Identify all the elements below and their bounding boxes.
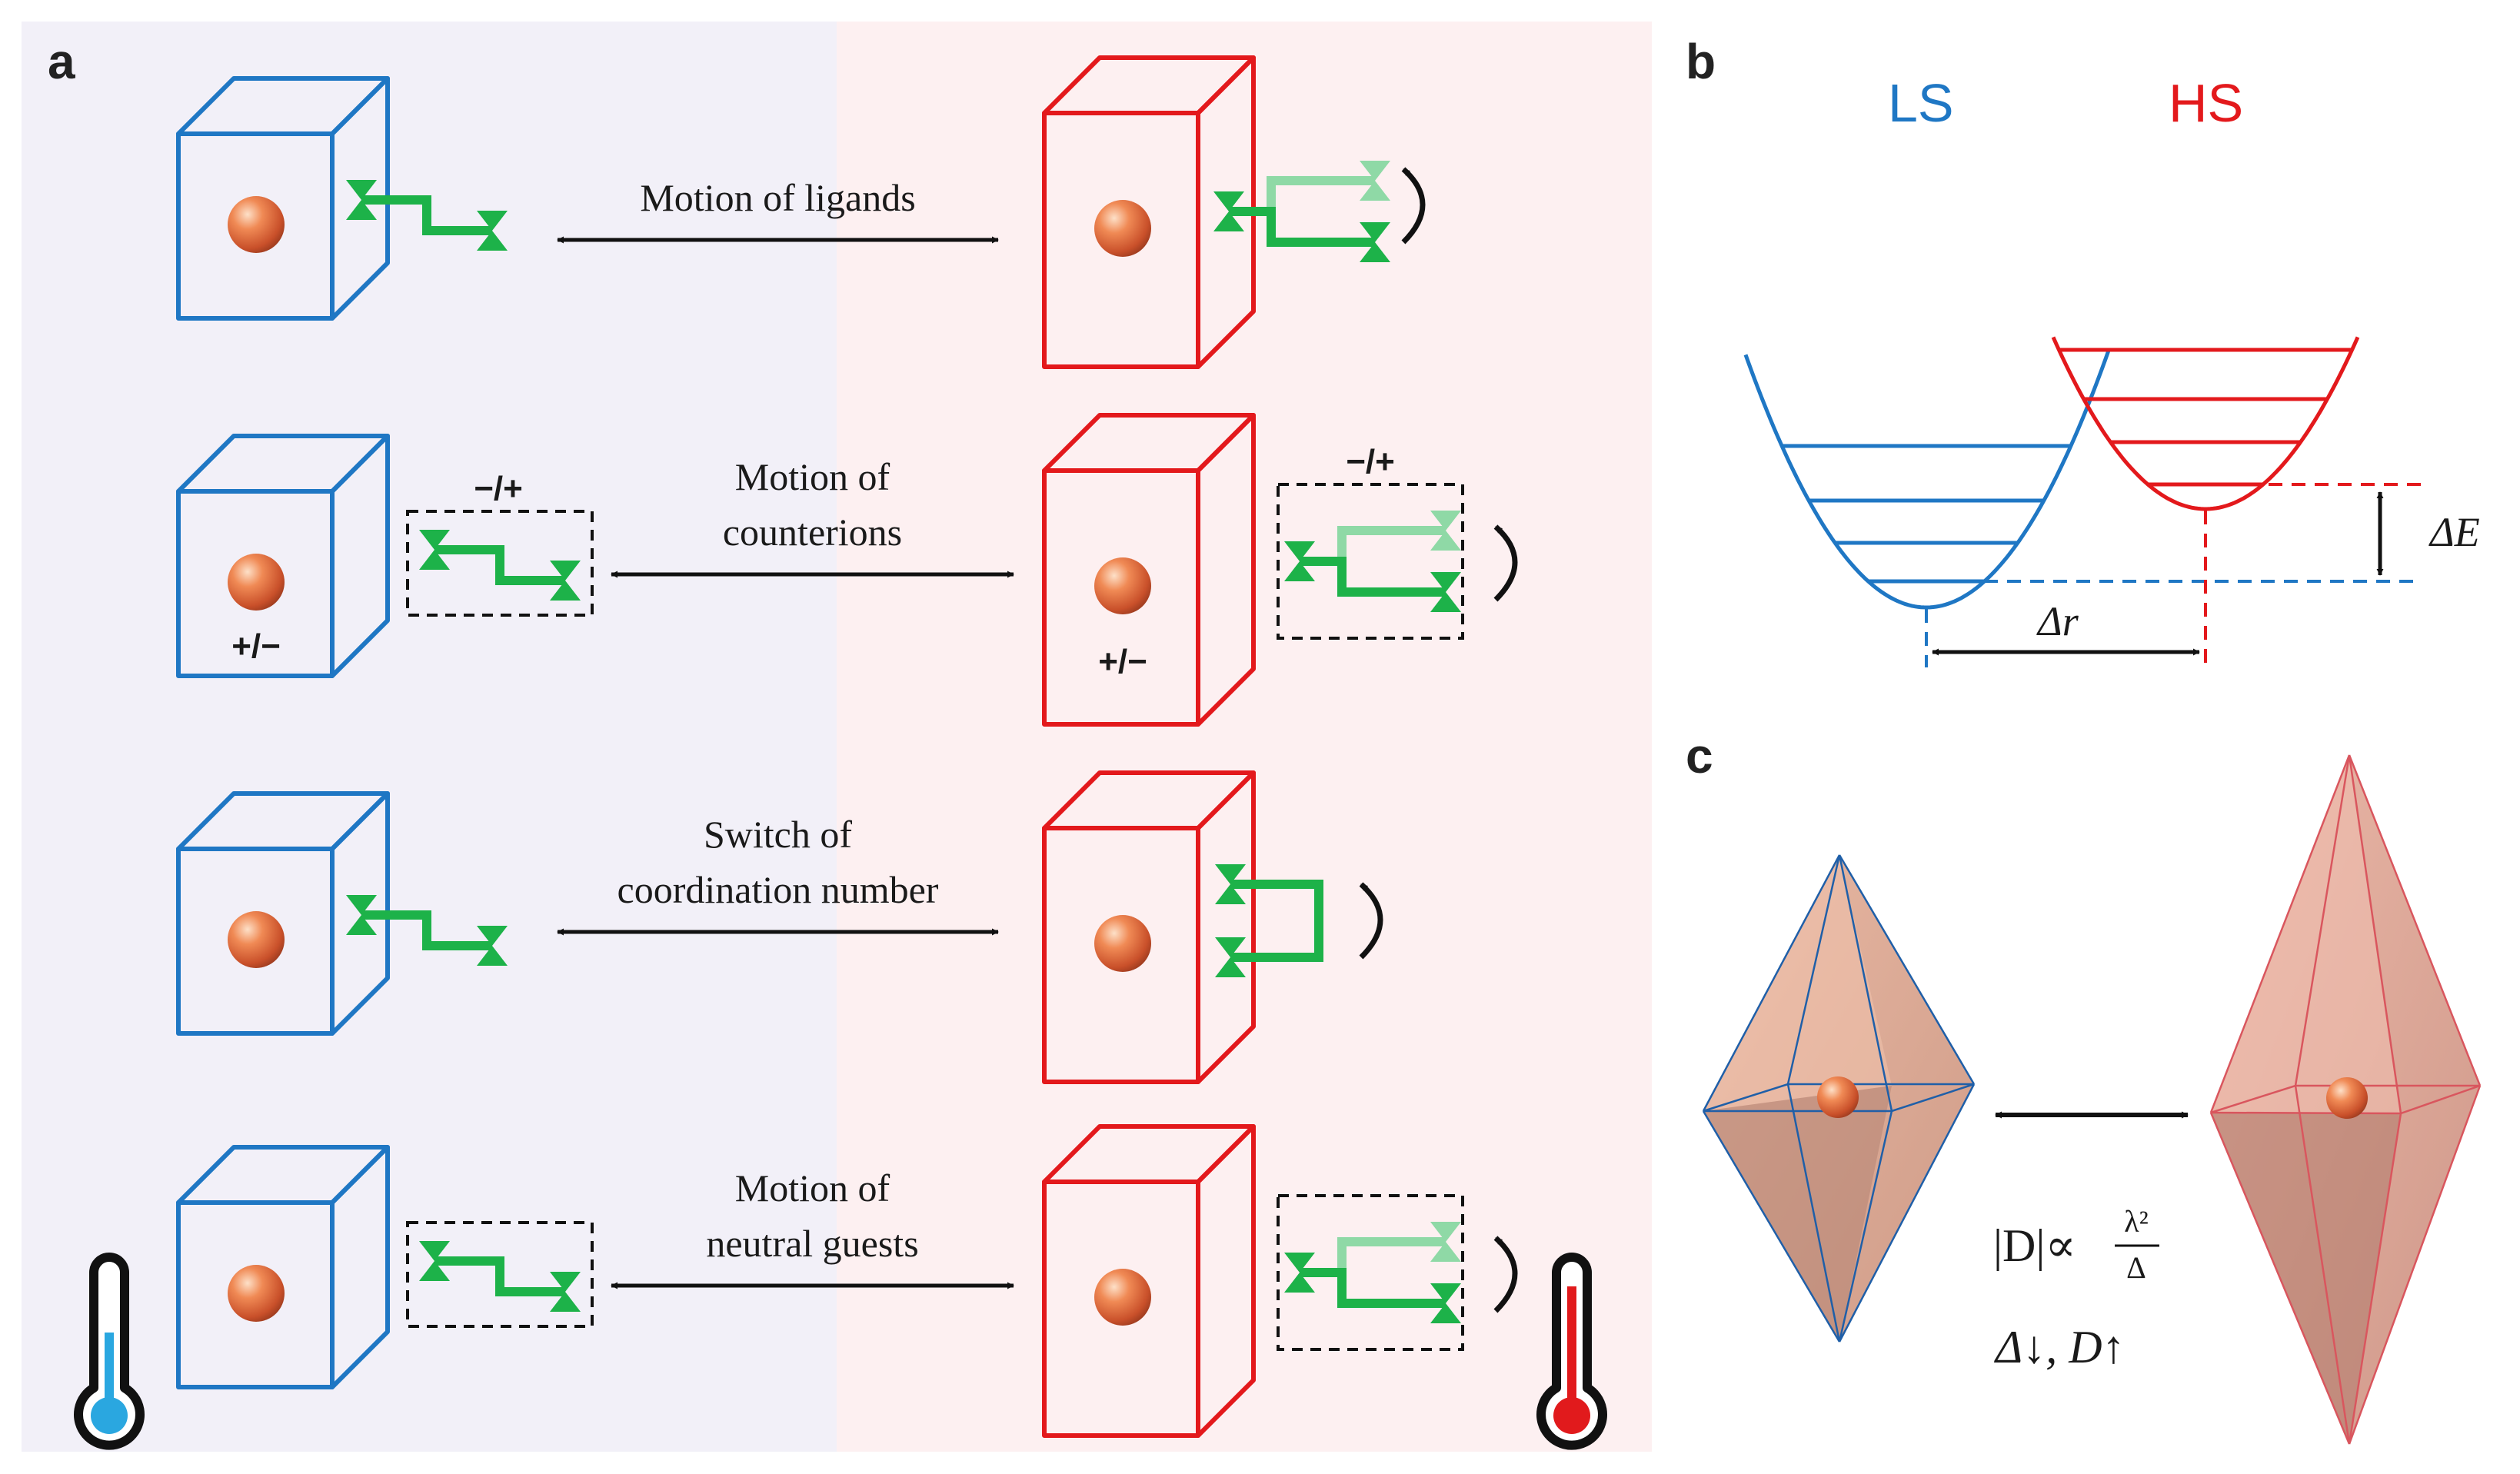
charge-label: +/− (231, 627, 281, 665)
mechanism-label: Motion of (735, 455, 890, 498)
cube-high-spin (1042, 1124, 1256, 1438)
rotation-arrow (1401, 167, 1426, 245)
metal-ion (2326, 1077, 2368, 1119)
thermometer-hot-icon (1536, 1253, 1607, 1450)
cube-high-spin (1042, 770, 1256, 1084)
ligand (346, 895, 508, 966)
thermometer-cold-icon (74, 1253, 145, 1450)
formula-numerator: λ² (2124, 1204, 2148, 1239)
counterion-box (1277, 483, 1464, 640)
delta-r-label: Δr (2036, 598, 2079, 644)
cube-low-spin (176, 1145, 390, 1389)
charge-label: −/+ (474, 470, 523, 507)
ligand-rotating (1284, 1222, 1461, 1323)
cube-low-spin (176, 76, 390, 321)
counterion-box (406, 1221, 594, 1328)
mechanism-label: coordination number (618, 868, 939, 911)
metal-ion (228, 1265, 285, 1322)
ligand-rotating (1213, 161, 1390, 262)
hs-curve (2051, 336, 2360, 511)
metal-ion (228, 911, 285, 968)
mechanism-row: Motion of ligands (176, 55, 1426, 369)
mechanism-label: counterions (723, 511, 902, 554)
cube-low-spin (176, 791, 390, 1036)
hot-background (837, 22, 1652, 1452)
hs-label: HS (2169, 73, 2243, 133)
mechanism-label: Motion of ligands (640, 176, 915, 219)
ligand-rotating (1284, 511, 1461, 612)
ligand-chelating (1215, 864, 1323, 977)
panel-b-letter: b (1686, 34, 1716, 89)
panel-a-rows: Motion of ligands +/− +/− −/+ −/+ Motion of co… (176, 55, 1518, 1438)
counterion-box (1277, 1194, 1464, 1351)
rotation-arrow (1493, 524, 1518, 602)
metal-ion (1094, 915, 1151, 972)
panel-a: a Motion of ligands+/−+/−−/+−/+Motion of… (22, 22, 1652, 1452)
mechanism-row: +/− +/− −/+ −/+ Motion of counterions (176, 413, 1518, 727)
panel-a-letter: a (48, 34, 75, 89)
delta-e-label: ΔE (2428, 509, 2480, 555)
cube-high-spin (1042, 413, 1256, 727)
mechanism-label: Switch of (704, 813, 852, 856)
metal-ion (228, 196, 285, 253)
metal-ion (1817, 1076, 1859, 1118)
metal-ion (1094, 200, 1151, 257)
rotation-arrow (1493, 1236, 1518, 1313)
trend-label: Δ↓, D↑ (1994, 1322, 2126, 1373)
cold-background (22, 22, 837, 1452)
panel-c-letter: c (1686, 728, 1713, 784)
panel-b: b LS HS ΔE Δr (1686, 34, 2480, 667)
potential-energy-curves (1743, 336, 2422, 667)
mechanism-row: Switch of coordination number (176, 770, 1383, 1084)
octahedron-low-spin (1702, 854, 1976, 1343)
cube-low-spin (176, 434, 390, 678)
metal-ion (228, 554, 285, 611)
formula-lhs: |D|∝ (1993, 1220, 2076, 1271)
ligand (346, 180, 508, 251)
mechanism-label: Motion of (735, 1166, 890, 1209)
cube-high-spin (1042, 55, 1256, 369)
ls-label: LS (1888, 73, 1954, 133)
ls-curve (1743, 349, 2111, 610)
panel-c: c (1686, 728, 2482, 1445)
ligand (419, 530, 581, 601)
metal-ion (1094, 557, 1151, 614)
formula-denominator: Δ (2126, 1250, 2146, 1285)
counterion-box (406, 510, 594, 617)
mechanism-label: neutral guests (706, 1222, 918, 1265)
metal-ion (1094, 1269, 1151, 1326)
ligand (419, 1241, 581, 1312)
charge-label: +/− (1098, 643, 1147, 680)
mechanism-row: Motion of neutral guests (176, 1124, 1518, 1438)
charge-label: −/+ (1346, 443, 1395, 481)
rotation-arrow (1359, 882, 1383, 960)
octahedron-high-spin (2209, 754, 2482, 1445)
